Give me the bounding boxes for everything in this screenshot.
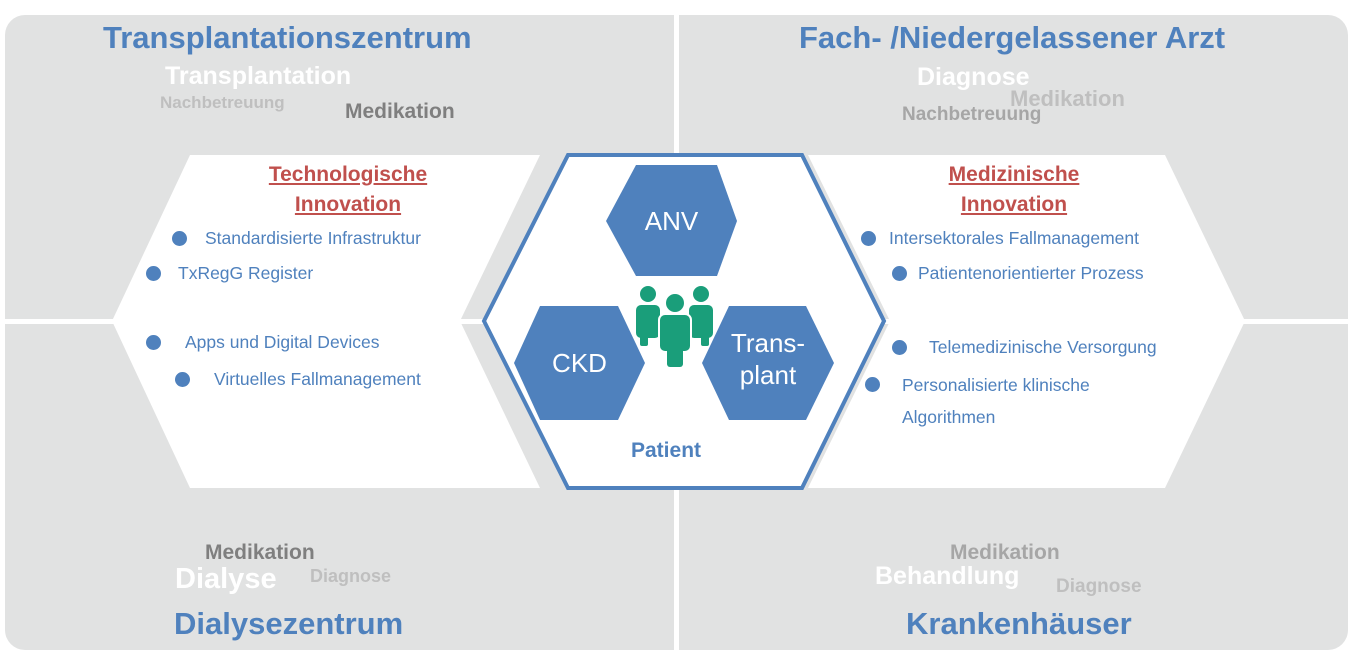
bullet-icon (892, 340, 907, 355)
bullet-icon (892, 266, 907, 281)
list-item: TxRegG Register (178, 263, 314, 283)
bullet-icon (146, 266, 161, 281)
bullet-icon (175, 372, 190, 387)
bullet-icon (861, 231, 876, 246)
list-item: Intersektorales Fallmanagement (889, 228, 1139, 248)
hexagon-anv-label: ANV (644, 206, 699, 236)
keyword: Diagnose (310, 566, 392, 586)
list-item: Algorithmen (902, 407, 996, 427)
bullet-icon (146, 335, 161, 350)
title-line: Technologische (268, 163, 428, 186)
label-line: plant (739, 360, 797, 390)
label-line: Trans- (730, 328, 806, 358)
title-line: Medizinische (948, 163, 1080, 186)
title-line: Innovation (960, 193, 1068, 216)
patient-label: Patient (631, 439, 702, 462)
keyword: Diagnose (917, 63, 1030, 91)
list-item: Apps und Digital Devices (185, 332, 380, 352)
keyword: Nachbetreuung (902, 104, 1042, 125)
list-item: Telemedizinische Versorgung (929, 337, 1157, 357)
list-item: Virtuelles Fallmanagement (214, 369, 421, 389)
keyword: Medikation (205, 541, 315, 564)
keyword: Transplantation (165, 62, 352, 90)
hexagon-transplant (702, 306, 834, 420)
quadrant-title: Fach- /Niedergelassener Arzt (799, 20, 1226, 55)
title-line: Innovation (294, 193, 402, 216)
keyword: Nachbetreuung (160, 93, 285, 112)
hexagon-ckd-label: CKD (552, 348, 607, 378)
keyword: Dialyse (175, 563, 277, 595)
quadrant-title: Krankenhäuser (906, 606, 1132, 641)
list-item: Personalisierte klinische (902, 375, 1090, 395)
medical-innovation-title: Medizinische Innovation (904, 160, 1124, 220)
keyword: Behandlung (875, 562, 1020, 590)
quadrant-title: Dialysezentrum (174, 606, 404, 641)
quadrant-title: Transplantationszentrum (103, 20, 472, 55)
technological-innovation-title: Technologische Innovation (238, 160, 458, 220)
keyword: Medikation (950, 541, 1060, 564)
list-item: Standardisierte Infrastruktur (205, 228, 421, 248)
list-item: Patientenorientierter Prozess (918, 263, 1144, 283)
keyword: Diagnose (1056, 576, 1142, 597)
technological-innovation-panel (112, 155, 540, 488)
keyword: Medikation (1010, 86, 1125, 111)
people-group-icon (636, 286, 713, 367)
hexagon-transplant-label: Trans- plant (702, 327, 834, 391)
keyword: Medikation (345, 100, 455, 123)
hexagon-ckd (514, 306, 645, 420)
bullet-icon (865, 377, 880, 392)
bullet-icon (172, 231, 187, 246)
medical-innovation-panel (808, 155, 1245, 488)
hexagon-anv (606, 165, 737, 276)
